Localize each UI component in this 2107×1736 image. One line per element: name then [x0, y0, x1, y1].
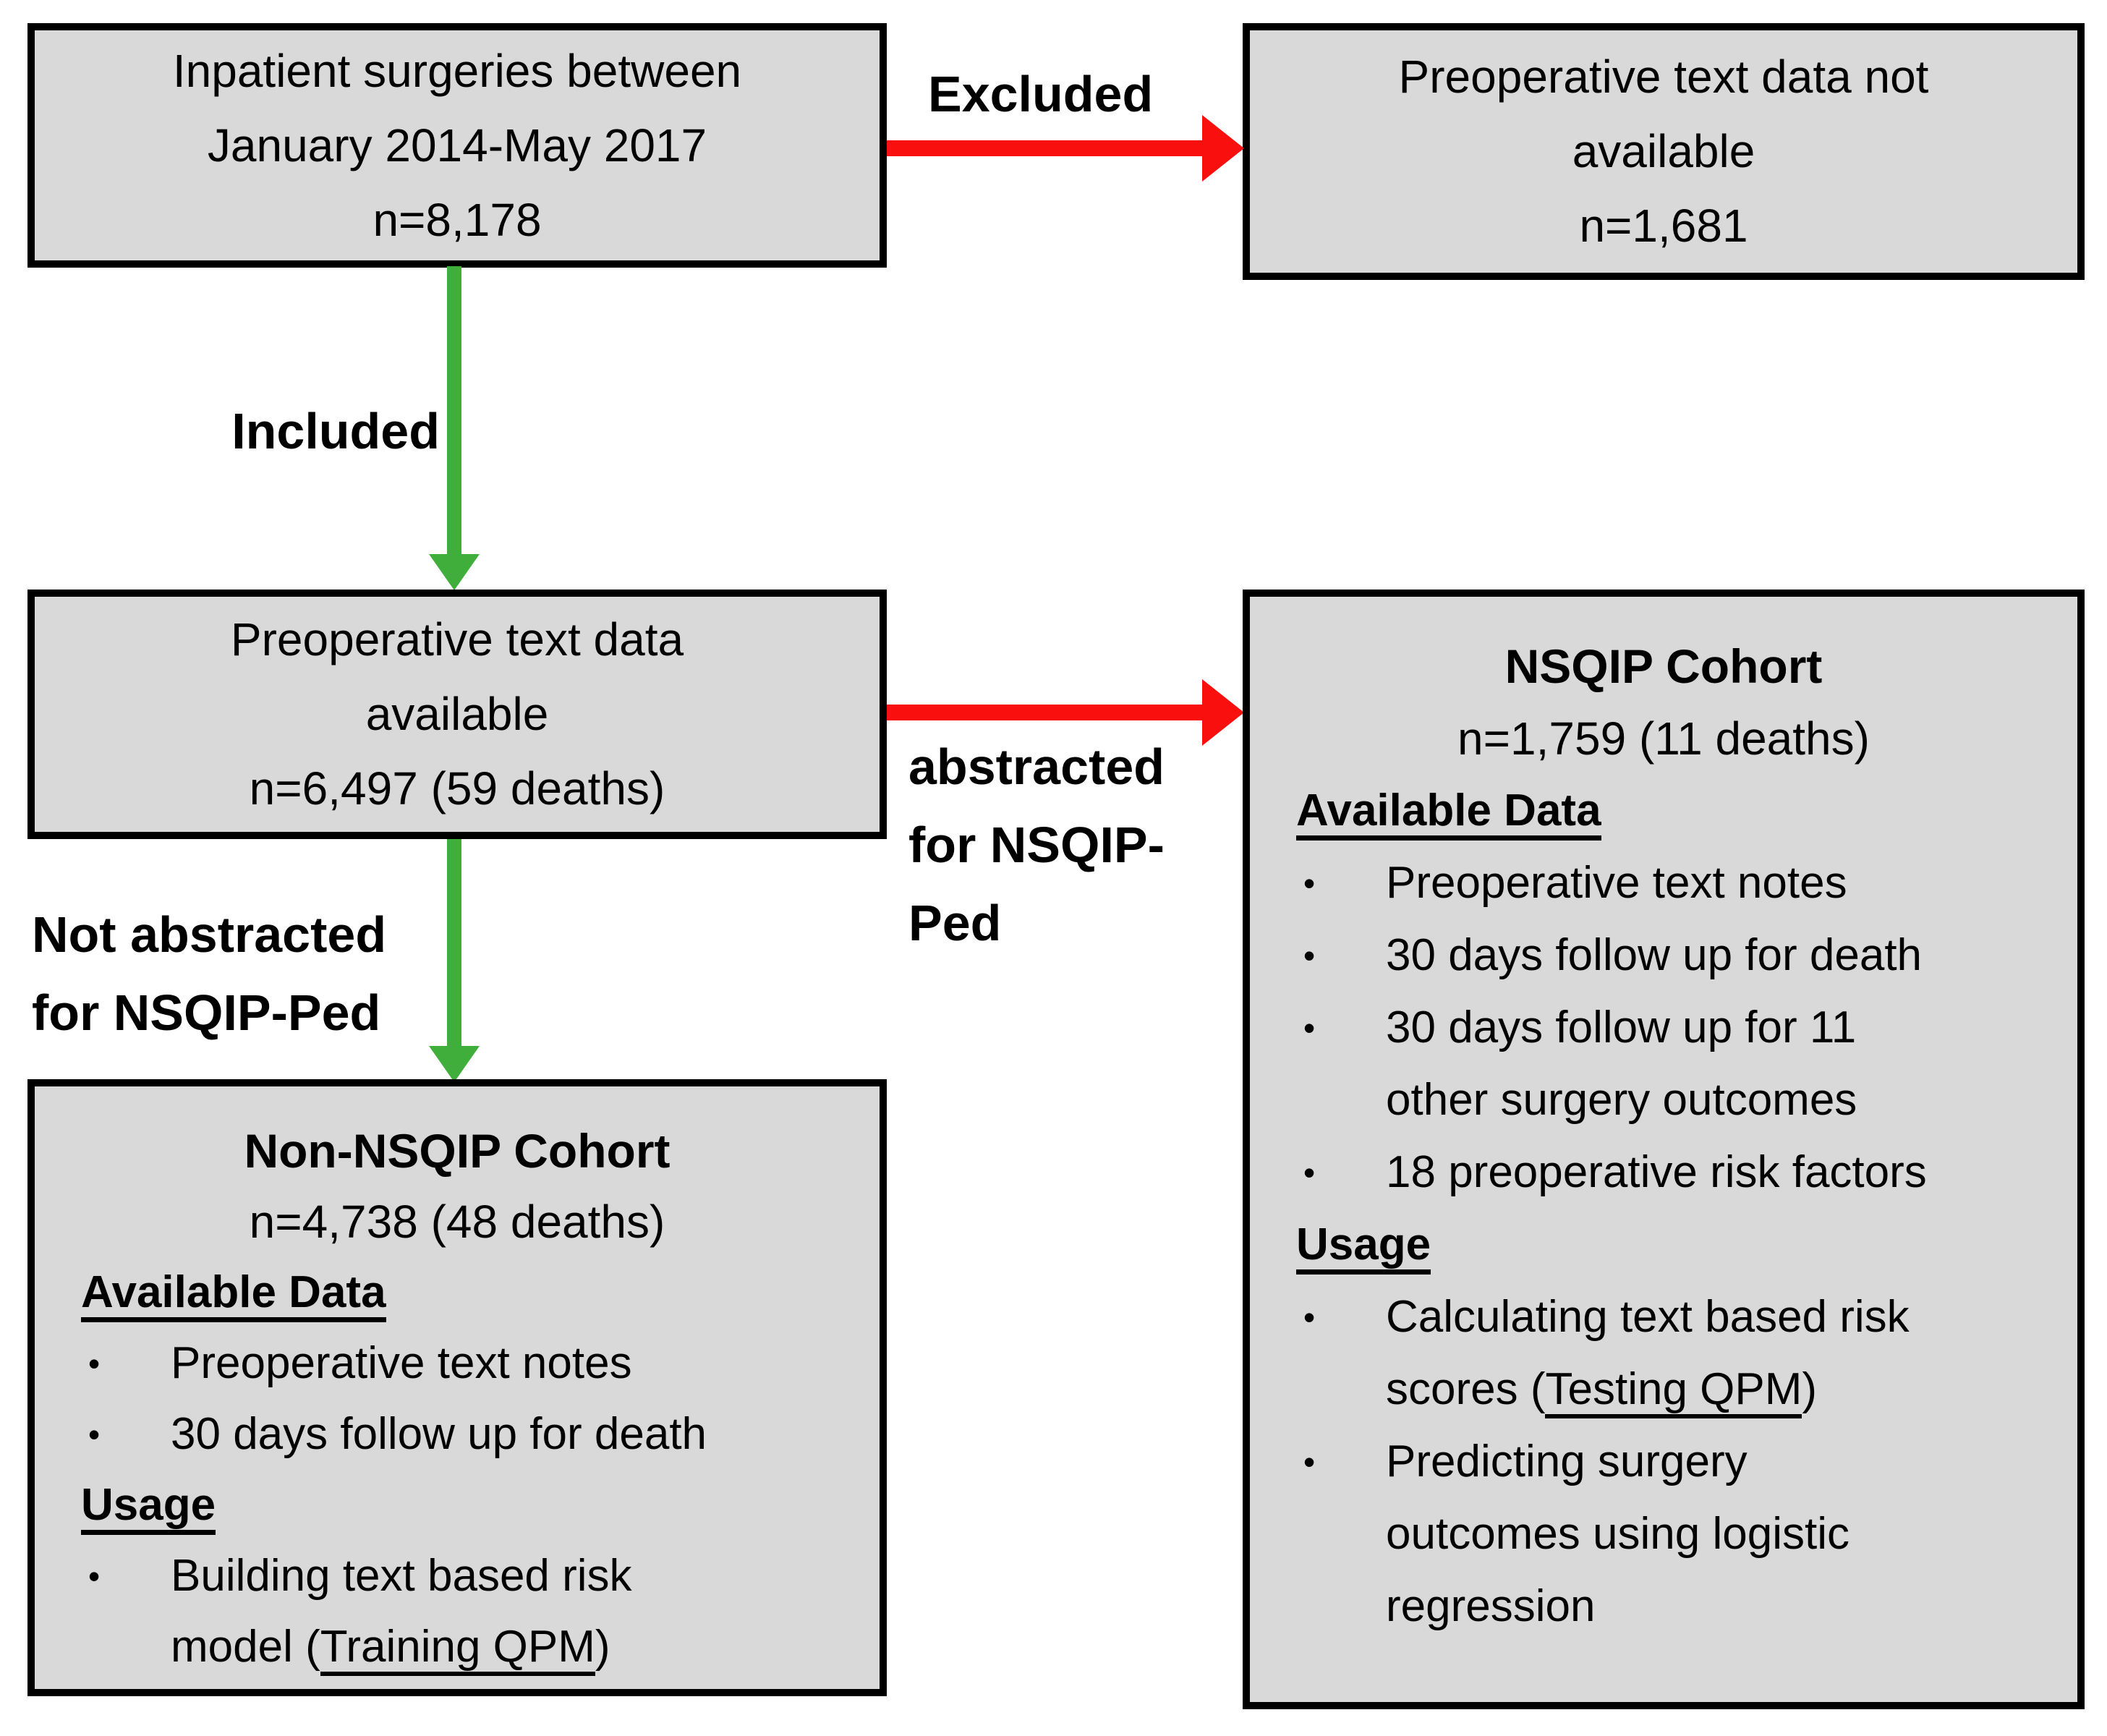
nsqip-bullet-30d-death: • 30 days follow up for death	[1250, 919, 2077, 992]
nsqip-bullet-preop-notes: • Preoperative text notes	[1250, 847, 2077, 919]
box-inpatient-surgeries: Inpatient surgeries between January 2014…	[27, 23, 887, 268]
bullet-icon: •	[1303, 864, 1316, 902]
bullet-icon: •	[88, 1416, 101, 1453]
nsqip-bullet-testing-qpm: • Calculating text based risk scores (Te…	[1250, 1281, 2077, 1426]
non-nsqip-bullet-training-qpm: • Building text based risk model (Traini…	[35, 1541, 880, 1682]
testing-qpm-underlined: Testing QPM	[1545, 1364, 1802, 1418]
arrow-abstracted-head	[1202, 679, 1244, 746]
nsqip-bullet-30d-outcomes: • 30 days follow up for 11 other surgery…	[1250, 992, 2077, 1136]
label-excluded: Excluded	[928, 66, 1154, 122]
label-abstracted: abstracted for NSQIP- Ped	[908, 739, 1165, 951]
bullet-icon: •	[1303, 937, 1316, 974]
box-nsqip-cohort: NSQIP Cohort n=1,759 (11 deaths) Availab…	[1243, 590, 2085, 1709]
bullet-icon: •	[1303, 1298, 1316, 1336]
nsqip-count: n=1,759 (11 deaths)	[1457, 712, 1870, 765]
non-nsqip-count: n=4,738 (48 deaths)	[249, 1196, 665, 1248]
box-inpatient-surgeries-text: Inpatient surgeries between January 2014…	[172, 44, 742, 246]
nsqip-bullet-predicting: • Predicting surgery outcomes using logi…	[1250, 1426, 2077, 1643]
nsqip-bullet-risk-factors: • 18 preoperative risk factors	[1250, 1136, 2077, 1209]
label-not-abstracted: Not abstracted for NSQIP-Ped	[32, 906, 387, 1041]
label-included: Included	[231, 403, 440, 459]
nsqip-usage-heading: Usage	[1296, 1209, 2077, 1281]
non-nsqip-bullet-preop-notes: • Preoperative text notes	[35, 1328, 880, 1399]
arrow-included-head	[429, 554, 480, 590]
nsqip-available-data-heading: Available Data	[1296, 775, 2077, 847]
bullet-icon: •	[1303, 1009, 1316, 1047]
box-text-available-text: Preoperative text data available n=6,497…	[230, 613, 684, 814]
box-text-available: Preoperative text data available n=6,497…	[27, 590, 887, 839]
box-non-nsqip-cohort: Non-NSQIP Cohort n=4,738 (48 deaths) Ava…	[27, 1079, 887, 1696]
arrow-not-abstracted-shaft	[447, 839, 461, 1047]
non-nsqip-usage-heading: Usage	[81, 1470, 880, 1541]
arrow-not-abstracted-head	[429, 1046, 480, 1082]
arrow-included-shaft	[447, 266, 461, 556]
training-qpm-underlined: Training QPM	[320, 1622, 595, 1676]
arrow-abstracted-shaft	[887, 705, 1206, 720]
arrow-excluded-shaft	[887, 140, 1206, 156]
non-nsqip-title: Non-NSQIP Cohort	[244, 1124, 671, 1178]
bullet-icon: •	[88, 1345, 101, 1382]
bullet-icon: •	[88, 1557, 101, 1595]
bullet-icon: •	[1303, 1443, 1316, 1481]
nsqip-title: NSQIP Cohort	[1504, 639, 1823, 693]
bullet-icon: •	[1303, 1154, 1316, 1191]
box-no-text-data: Preoperative text data not available n=1…	[1243, 23, 2085, 280]
non-nsqip-available-data-heading: Available Data	[81, 1257, 880, 1328]
arrow-excluded-head	[1202, 115, 1244, 182]
non-nsqip-bullet-30d-death: • 30 days follow up for death	[35, 1399, 880, 1470]
box-no-text-data-text: Preoperative text data not available n=1…	[1398, 51, 1929, 252]
